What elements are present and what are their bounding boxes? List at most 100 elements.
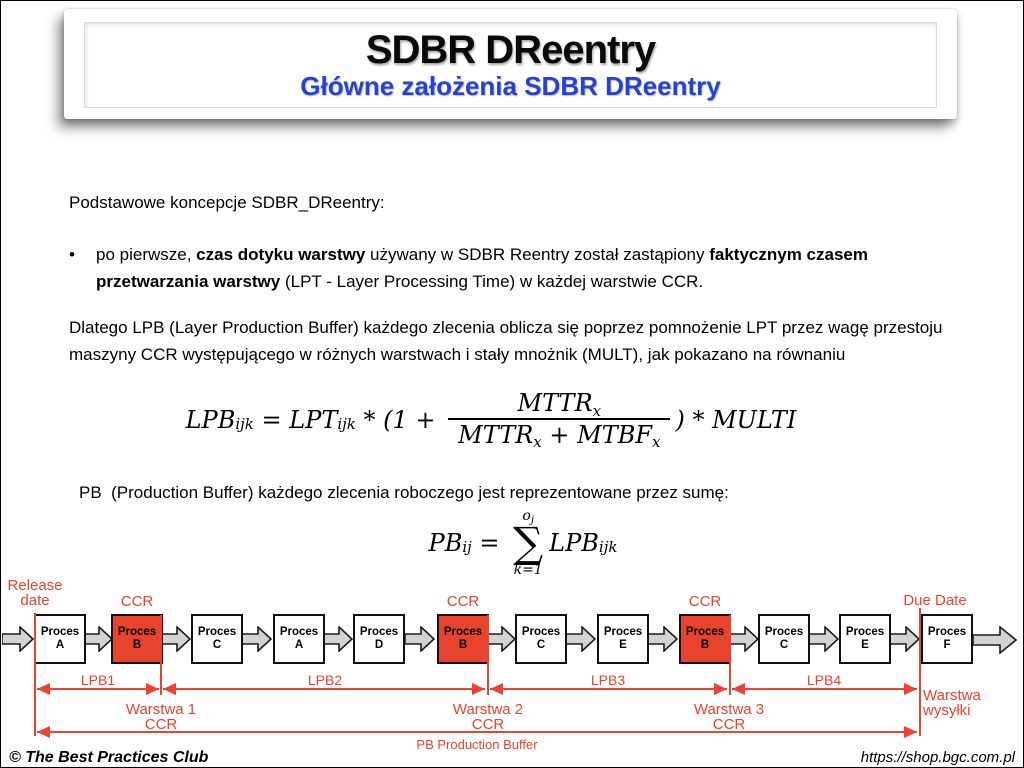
arrowhead-right-icon (714, 683, 727, 695)
flow-arrow-icon (729, 626, 759, 652)
process-box-letter: B (458, 639, 468, 651)
formula-mttr: MTTR (517, 389, 593, 418)
arrowhead-left-icon (37, 683, 50, 695)
warstwa1-line1: Warstwa 1 (125, 701, 197, 718)
process-box-letter: A (294, 639, 304, 651)
ccr2-marker-line (487, 615, 489, 695)
arrowhead-right-icon (472, 683, 485, 695)
process-box-label: Proces (927, 626, 967, 638)
flow-arrow-icon (2, 626, 34, 652)
flow-arrow-icon (405, 626, 435, 652)
lpb4-label: LPB4 (806, 672, 842, 688)
arrowhead-left-icon (163, 683, 176, 695)
process-box-letter: B (700, 639, 710, 651)
bullet-text-bold: faktycznym czasem przetwarzania warstwy (96, 245, 868, 291)
release-date-label: Release date (3, 578, 67, 608)
ccr3-marker-line (729, 615, 731, 695)
formula-op: ) * (675, 406, 713, 434)
bullet-item: • po pierwsze, czas dotyku warstwy używa… (69, 241, 964, 295)
sum-upper: o (522, 508, 531, 525)
due-date-label: Due Date (903, 592, 967, 609)
lpb1-label: LPB1 (80, 672, 116, 688)
formula-lpb-lhs: LPB (185, 406, 236, 434)
summation: oj ∑ k=1 (513, 509, 543, 577)
flow-arrow-icon (566, 626, 596, 652)
process-box-letter: B (132, 639, 142, 651)
page-subtitle: Główne założenia SDBR DReentry (300, 71, 721, 102)
bullet-marker: • (69, 245, 75, 264)
formula-sub: j (530, 515, 534, 527)
flow-arrow-icon (973, 626, 1017, 654)
formula-sub: x (652, 433, 661, 452)
bullet-text-part: (LPT - Layer Processing Time) w każdej w… (280, 272, 704, 291)
arrowhead-right-icon (146, 683, 159, 695)
due-date-line (919, 608, 921, 736)
title-box: SDBR DReentry Główne założenia SDBR DRee… (64, 9, 957, 119)
arrowhead-left-icon (490, 683, 503, 695)
page-title: SDBR DReentry (365, 28, 656, 73)
bullet-text-part: używany w SDBR Reentry został zastąpiony (365, 245, 710, 264)
intro-text: Podstawowe koncepcje SDBR_DReentry: (69, 193, 385, 212)
sum-upper-limit: oj (522, 508, 534, 527)
fraction-denominator: MTTRx + MTBFx (448, 418, 671, 452)
formula-eq: = (253, 406, 290, 434)
shipping-layer-line1: Warstwa (923, 687, 981, 704)
process-box-letter: F (943, 639, 951, 651)
release-date-line1: Release (7, 577, 63, 594)
formula-fraction: MTTR x MTTRx + MTBFx (448, 389, 671, 452)
formula-multi: MULTI (712, 406, 797, 434)
bullet-text-bold: czas dotyku warstwy (196, 245, 366, 264)
process-box-label: Proces (40, 626, 80, 638)
ccr-label-3: CCR (688, 593, 722, 610)
process-box-label: Proces (603, 626, 643, 638)
lpb2-label: LPB2 (307, 672, 343, 688)
arrowhead-left-icon (732, 683, 745, 695)
lpb4-measure-arrow (732, 683, 917, 695)
process-box-label: Proces (443, 626, 483, 638)
process-box-letter: C (779, 639, 789, 651)
process-box-letter: E (861, 639, 869, 651)
lpb2-measure-arrow (163, 683, 485, 695)
formula-op: + (541, 421, 578, 449)
arrowhead-right-icon (904, 683, 917, 695)
copyright-text: © The Best Practices Club (9, 749, 209, 766)
lpb3-label: LPB3 (590, 672, 626, 688)
lpb3-measure-arrow (490, 683, 727, 695)
formula-pb-lhs: PB (428, 529, 463, 557)
warstwa1-label: Warstwa 1 CCR (111, 702, 211, 732)
process-box-label: Proces (117, 626, 157, 638)
process-box-letter: D (374, 639, 384, 651)
process-box-label: Proces (685, 626, 725, 638)
formula-sub: ijk (337, 415, 356, 434)
warstwa2-line2: CCR (471, 716, 505, 733)
process-box-letter: E (619, 639, 627, 651)
formula-mtbf: MTBF (577, 421, 652, 449)
warstwa2-label: Warstwa 2 CCR (438, 702, 538, 732)
bullet-text: po pierwsze, czas dotyku warstwy używany… (96, 241, 964, 295)
process-box-label: Proces (197, 626, 237, 638)
flow-arrow-icon (648, 626, 678, 652)
process-box-letter: C (536, 639, 546, 651)
process-box-letter: C (212, 639, 222, 651)
flow-arrow-icon (323, 626, 353, 652)
formula-sub: ij (462, 538, 472, 557)
ccr1-marker-line (160, 615, 162, 695)
process-box-label: Proces (521, 626, 561, 638)
process-box-label: Proces (359, 626, 399, 638)
flow-arrow-icon (890, 626, 920, 652)
lpb1-measure-arrow (37, 683, 159, 695)
warstwa2-line1: Warstwa 2 (452, 701, 524, 718)
title-box-inner: SDBR DReentry Główne założenia SDBR DRee… (84, 22, 937, 108)
flow-arrow-icon (486, 626, 516, 652)
